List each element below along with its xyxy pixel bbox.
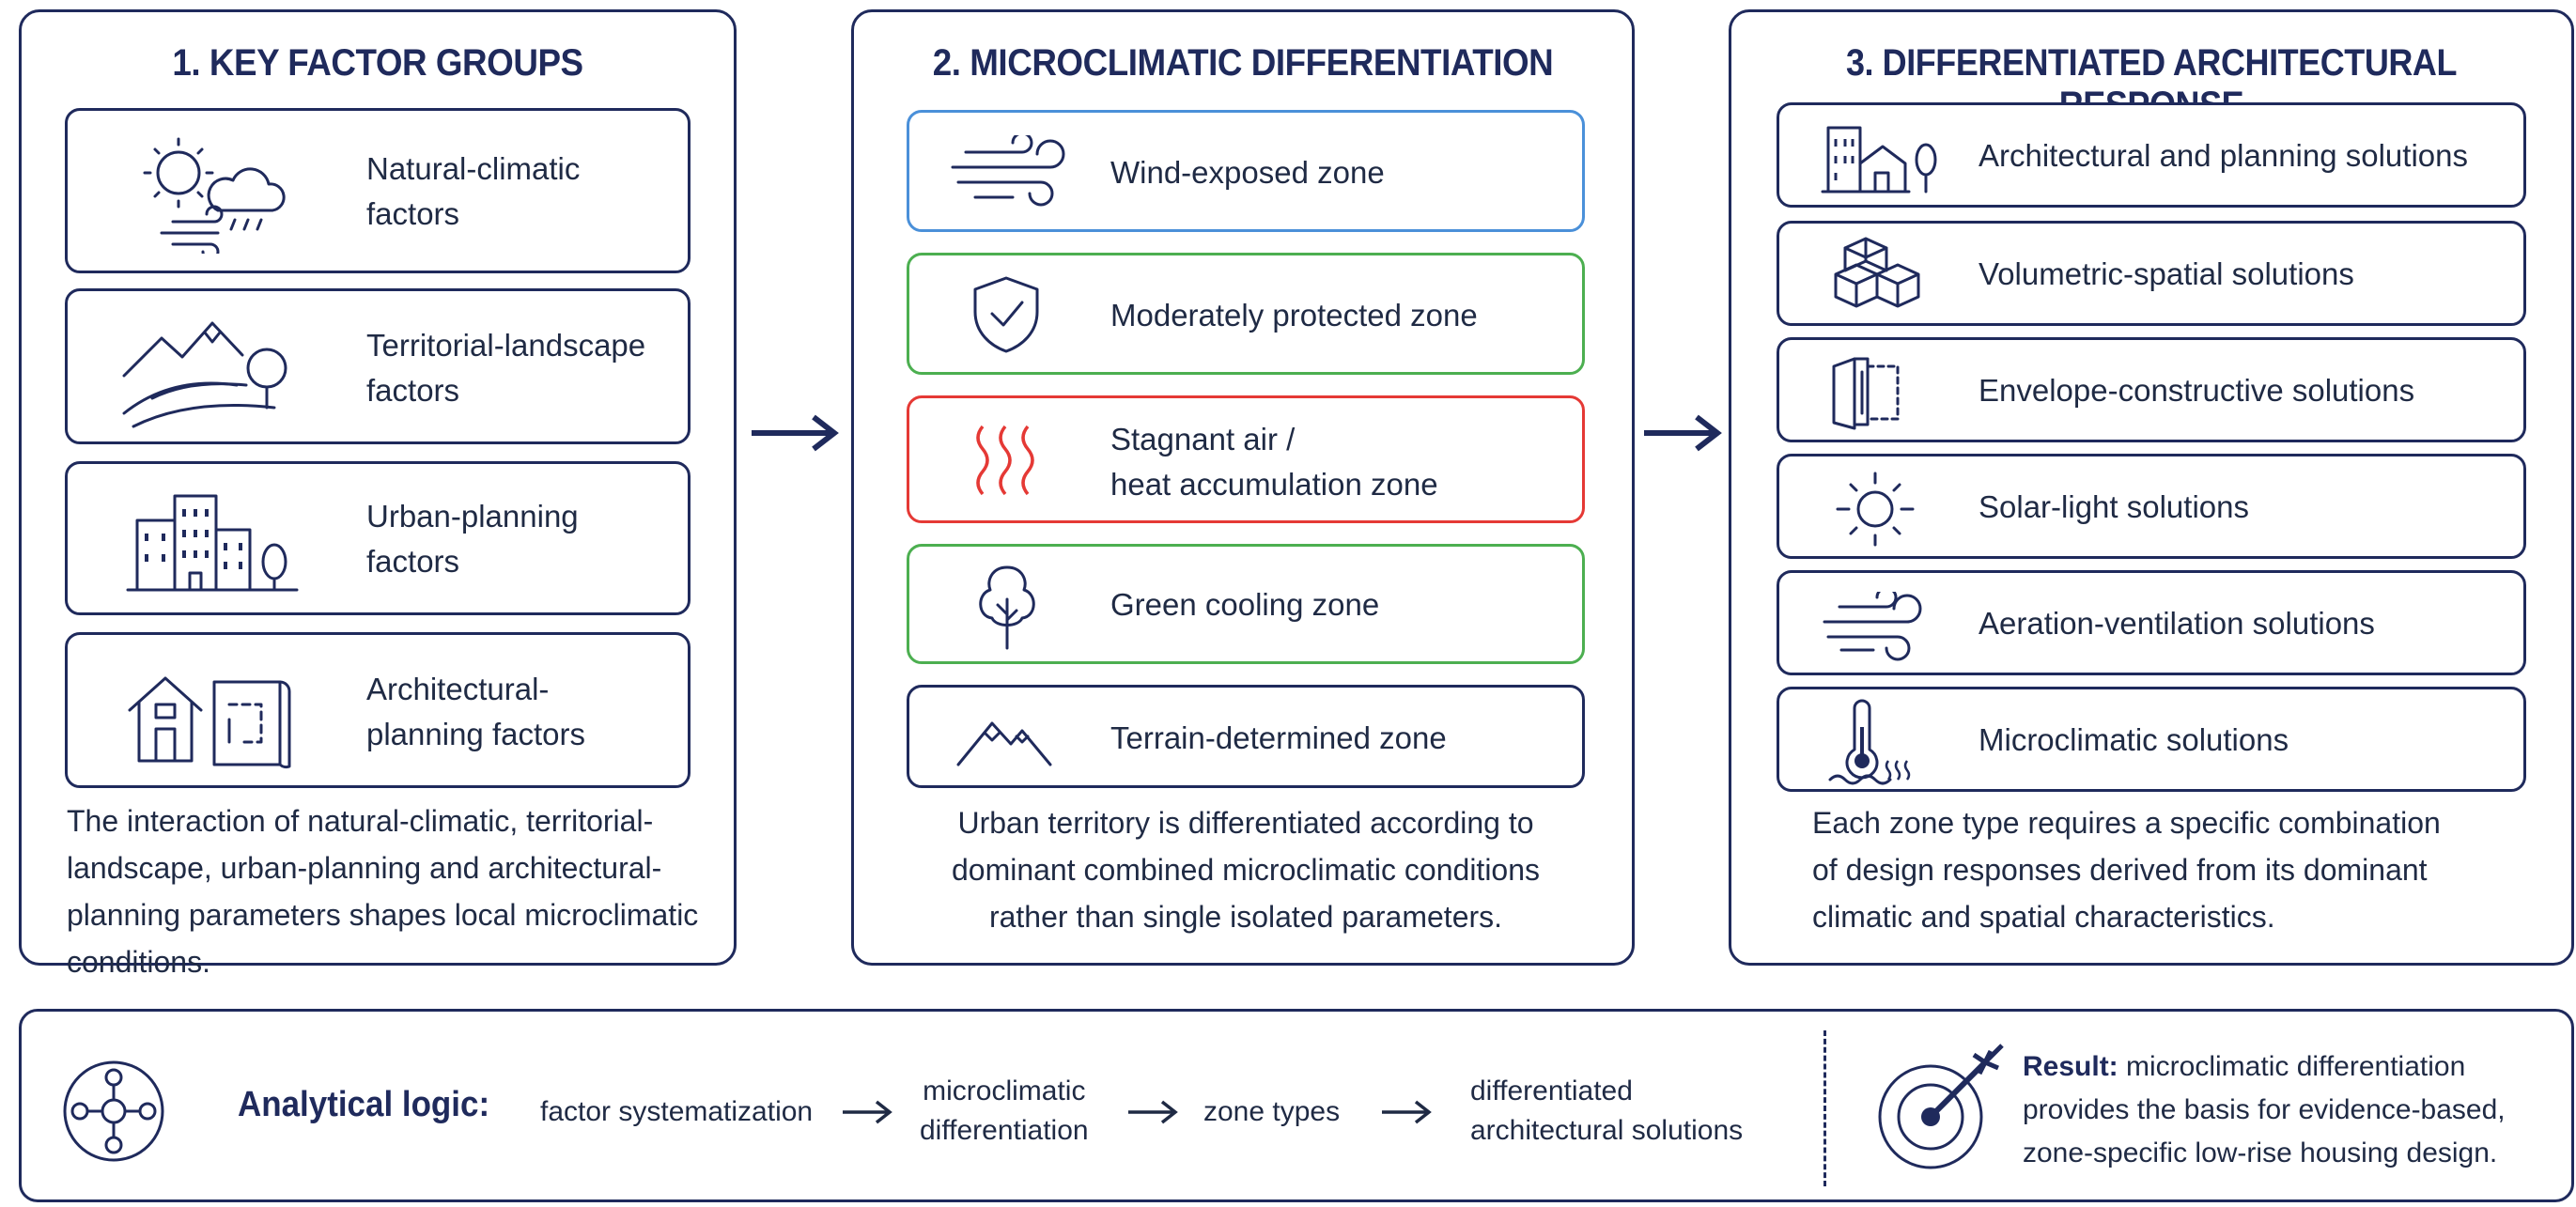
tree-icon — [970, 562, 1045, 652]
panel-description: The interaction of natural-climatic, ter… — [67, 804, 699, 979]
mountain-icon — [953, 706, 1056, 772]
panel-microclimatic-differentiation: 2. MICROCLIMATIC DIFFERENTIATION Wind-ex… — [851, 9, 1635, 966]
network-hub-icon — [57, 1055, 170, 1168]
panel-architectural-response: 3. DIFFERENTIATED ARCHITECTURAL RESPONSE… — [1729, 9, 2574, 966]
thermometer-icon — [1826, 699, 1930, 785]
card-green-cooling-zone: Green cooling zone — [907, 544, 1585, 664]
card-label: Volumetric-spatial solutions — [1979, 256, 2354, 291]
card-stagnant-air-zone: Stagnant air /heat accumulation zone — [907, 395, 1585, 523]
envelope-layers-icon — [1826, 353, 1930, 432]
card-moderately-protected-zone: Moderately protected zone — [907, 253, 1585, 375]
house-plan-icon — [120, 654, 308, 776]
card-label: Envelope-constructive solutions — [1979, 373, 2415, 408]
card-volumetric-spatial-solutions: Volumetric-spatial solutions — [1777, 221, 2526, 326]
card-terrain-determined-zone: Terrain-determined zone — [907, 685, 1585, 788]
target-icon — [1869, 1038, 2010, 1179]
panel-title: 3. DIFFERENTIATED ARCHITECTURAL RESPONSE — [1845, 42, 2458, 126]
wind-icon — [947, 135, 1079, 210]
panel-description: Urban territory is differentiated accord… — [951, 806, 1541, 934]
analytical-logic-bar: Analytical logic: factor systematization… — [19, 1009, 2574, 1202]
card-microclimatic-solutions: Microclimatic solutions — [1777, 687, 2526, 792]
card-architectural-planning-solutions: Architectural and planning solutions — [1777, 102, 2526, 208]
result-text: Result: microclimatic differentiation pr… — [2023, 1051, 2506, 1168]
card-label: Solar-light solutions — [1979, 489, 2249, 524]
card-label: Architectural-planning factors — [366, 672, 585, 751]
card-architectural-planning: Architectural-planning factors — [65, 632, 691, 788]
heat-waves-icon — [964, 421, 1048, 505]
card-label: Green cooling zone — [1110, 587, 1380, 622]
city-buildings-icon — [124, 483, 303, 605]
flow-arrow-icon — [748, 410, 842, 456]
card-label: Aeration-ventilation solutions — [1979, 606, 2375, 641]
cubes-icon — [1828, 233, 1932, 319]
step-zone-types: zone types — [1203, 1096, 1341, 1127]
sun-icon — [1830, 468, 1920, 550]
divider — [1823, 1030, 1826, 1186]
panel-description: Each zone type requires a specific combi… — [1812, 806, 2441, 934]
card-envelope-constructive-solutions: Envelope-constructive solutions — [1777, 337, 2526, 442]
shield-check-icon — [964, 272, 1048, 357]
flow-arrow-icon — [1640, 410, 1725, 456]
wind-icon — [1817, 592, 1930, 663]
card-label: Stagnant air /heat accumulation zone — [1110, 422, 1438, 502]
buildings-tree-icon — [1821, 118, 1943, 197]
card-label: Terrain-determined zone — [1110, 720, 1447, 755]
card-label: Wind-exposed zone — [1110, 155, 1385, 190]
result-label: Result: — [2023, 1051, 2118, 1082]
panel-title: 2. MICROCLIMATIC DIFFERENTIATION — [932, 42, 1554, 84]
card-label: Microclimatic solutions — [1979, 722, 2289, 757]
step-arrow-icon — [1126, 1096, 1179, 1128]
analytical-logic-title: Analytical logic: — [238, 1085, 490, 1124]
card-label: Moderately protected zone — [1110, 298, 1478, 333]
panel-title: 1. KEY FACTOR GROUPS — [172, 42, 583, 84]
landscape-icon — [115, 310, 303, 432]
card-wind-exposed-zone: Wind-exposed zone — [907, 110, 1585, 232]
step-factor-systematization: factor systematization — [540, 1096, 814, 1127]
card-label: Architectural and planning solutions — [1979, 138, 2468, 173]
card-aeration-ventilation-solutions: Aeration-ventilation solutions — [1777, 570, 2526, 675]
weather-icon — [124, 132, 303, 254]
card-solar-light-solutions: Solar-light solutions — [1777, 454, 2526, 559]
step-arrow-icon — [1380, 1096, 1433, 1128]
step-arrow-icon — [841, 1096, 893, 1128]
